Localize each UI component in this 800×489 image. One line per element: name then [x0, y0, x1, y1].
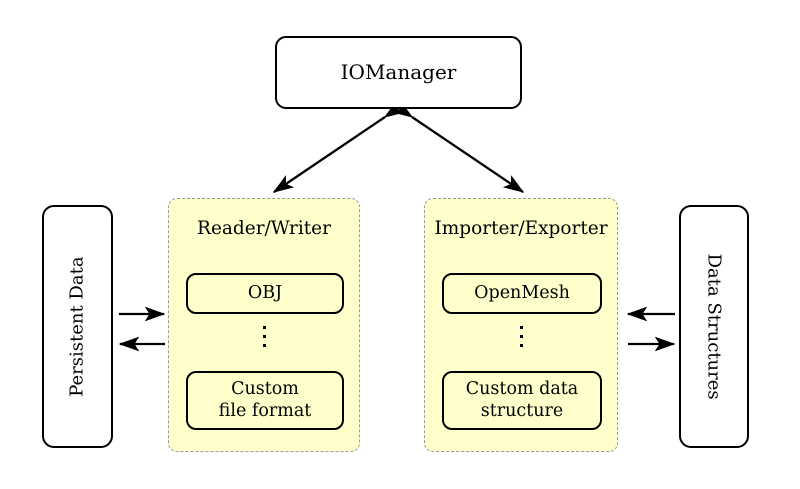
- arrow-manager-to-reader-writer: [272, 100, 406, 193]
- importer-exporter-group[interactable]: Importer/Exporter OpenMesh Custom data s…: [424, 198, 618, 452]
- obj-label: OBJ: [247, 282, 283, 303]
- custom-data-structure-line2: structure: [480, 400, 564, 421]
- reader-writer-group-title: Reader/Writer: [197, 218, 331, 239]
- io-manager-label: IOManager: [340, 59, 457, 84]
- data-structures-node[interactable]: Data Structures: [679, 205, 749, 448]
- persistent-data-label: Persistent Data: [66, 256, 88, 397]
- reader-writer-ellipsis-icon: [169, 326, 359, 347]
- data-structures-label: Data Structures: [703, 253, 725, 400]
- importer-exporter-ellipsis-icon: [425, 326, 617, 347]
- persistent-data-node[interactable]: Persistent Data: [42, 205, 113, 448]
- custom-file-format-line2: file format: [218, 400, 312, 421]
- custom-file-format-label: Custom file format: [219, 379, 312, 423]
- custom-file-format-node[interactable]: Custom file format: [186, 371, 344, 430]
- arrow-manager-to-importer-exporter: [391, 100, 525, 193]
- obj-node[interactable]: OBJ: [186, 273, 344, 314]
- importer-exporter-group-title: Importer/Exporter: [434, 218, 608, 239]
- openmesh-label: OpenMesh: [474, 282, 570, 303]
- custom-data-structure-node[interactable]: Custom data structure: [442, 371, 602, 430]
- reader-writer-group[interactable]: Reader/Writer OBJ Custom file format: [168, 198, 360, 452]
- io-manager-node[interactable]: IOManager: [275, 36, 522, 109]
- openmesh-node[interactable]: OpenMesh: [442, 273, 602, 314]
- custom-data-structure-label: Custom data structure: [466, 379, 578, 423]
- custom-file-format-line1: Custom: [231, 378, 299, 399]
- custom-data-structure-line1: Custom data: [465, 378, 579, 399]
